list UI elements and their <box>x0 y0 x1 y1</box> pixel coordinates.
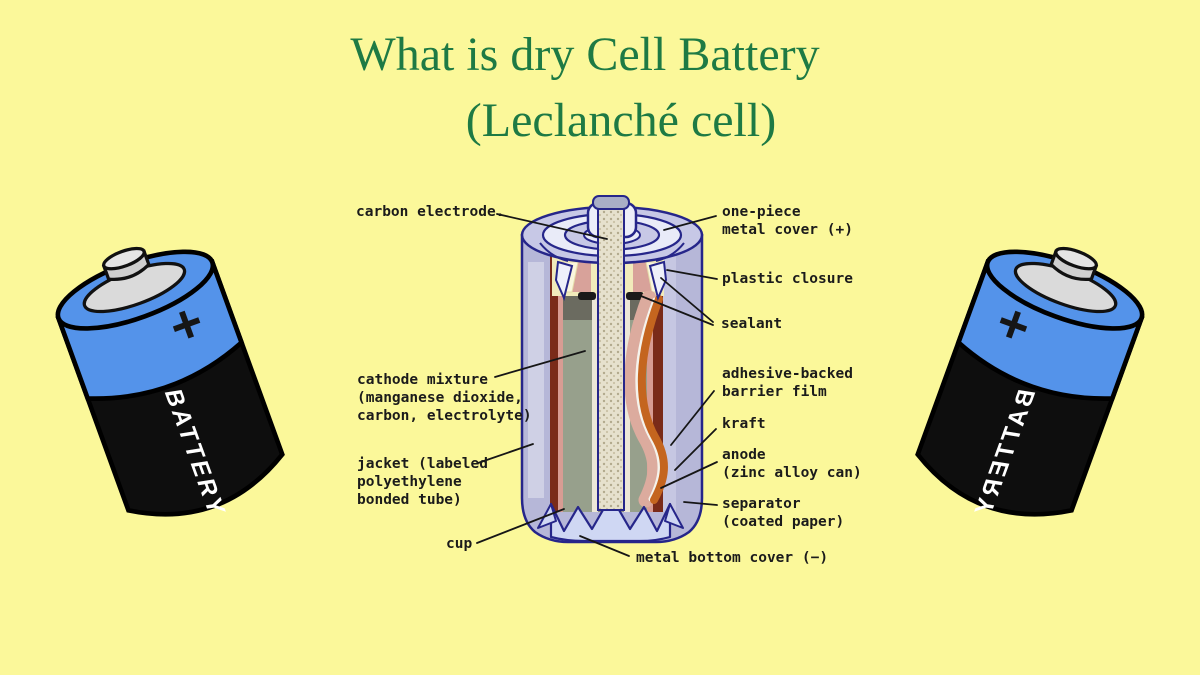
line-adhesive-film <box>670 390 715 446</box>
battery-blue-band <box>955 259 1145 401</box>
label-sealant: sealant <box>721 316 783 332</box>
separator-paper-left <box>592 252 598 512</box>
label-one-piece-metal-cover: one-piece metal cover (+) <box>722 204 853 238</box>
label-carbon-electrode: carbon electrode. <box>356 204 505 220</box>
carbon-electrode-rod <box>597 205 625 511</box>
battery-illustration-right: + BATTERY <box>895 218 1163 558</box>
title-line-1: What is dry Cell Battery <box>350 28 820 81</box>
plastic-closure-art <box>554 260 668 302</box>
battery-terminal-top <box>102 246 146 271</box>
jacket-inner-right <box>663 252 676 512</box>
zinc-anode-layer-right <box>653 252 663 512</box>
label-adhesive-backed-barrier-film: adhesive-backed barrier film <box>722 366 853 400</box>
line-metal-bottom <box>579 535 630 557</box>
line-sealant-b <box>640 295 714 326</box>
battery-art: + BATTERY <box>55 246 285 521</box>
line-separator <box>683 501 718 506</box>
kraft-peel <box>624 290 668 508</box>
page-title: What is dry Cell Battery (Leclanché cell… <box>0 22 1170 154</box>
cup-flare-right <box>664 503 684 529</box>
line-anode <box>660 461 718 489</box>
leader-lines <box>476 213 718 557</box>
line-jacket <box>477 443 534 464</box>
label-metal-bottom-cover: metal bottom cover (−) <box>636 550 829 566</box>
line-cathode-mixture <box>494 350 586 378</box>
title-line-2: (Leclanché cell) <box>465 94 777 147</box>
battery-art: + BATTERY <box>915 246 1145 521</box>
label-separator: separator (coated paper) <box>722 496 845 530</box>
separator-layer-right <box>647 252 653 512</box>
line-sealant-a <box>660 277 714 323</box>
label-kraft: kraft <box>722 416 766 432</box>
line-cup <box>476 508 565 544</box>
label-cup: cup <box>446 536 473 552</box>
jacket-highlight <box>528 262 544 498</box>
cell-art <box>520 195 704 544</box>
battery-illustration-left: + BATTERY <box>37 218 305 558</box>
barrier-film-layer-left <box>550 252 558 512</box>
label-cathode-mixture: cathode mixture (manganese dioxide, carb… <box>357 372 532 424</box>
separator-layer-left <box>558 252 563 512</box>
label-plastic-closure: plastic closure <box>722 271 853 287</box>
line-carbon-electrode <box>496 213 608 240</box>
label-jacket: jacket (labeled polyethylene bonded tube… <box>357 456 488 508</box>
rod-top-cap <box>592 195 630 210</box>
line-plastic-closure <box>666 269 718 280</box>
battery-terminal-top <box>1054 246 1098 271</box>
label-anode: anode (zinc alloy can) <box>722 447 862 481</box>
line-kraft <box>674 428 717 471</box>
line-one-piece-cover <box>663 215 717 231</box>
battery-blue-band <box>55 259 245 401</box>
